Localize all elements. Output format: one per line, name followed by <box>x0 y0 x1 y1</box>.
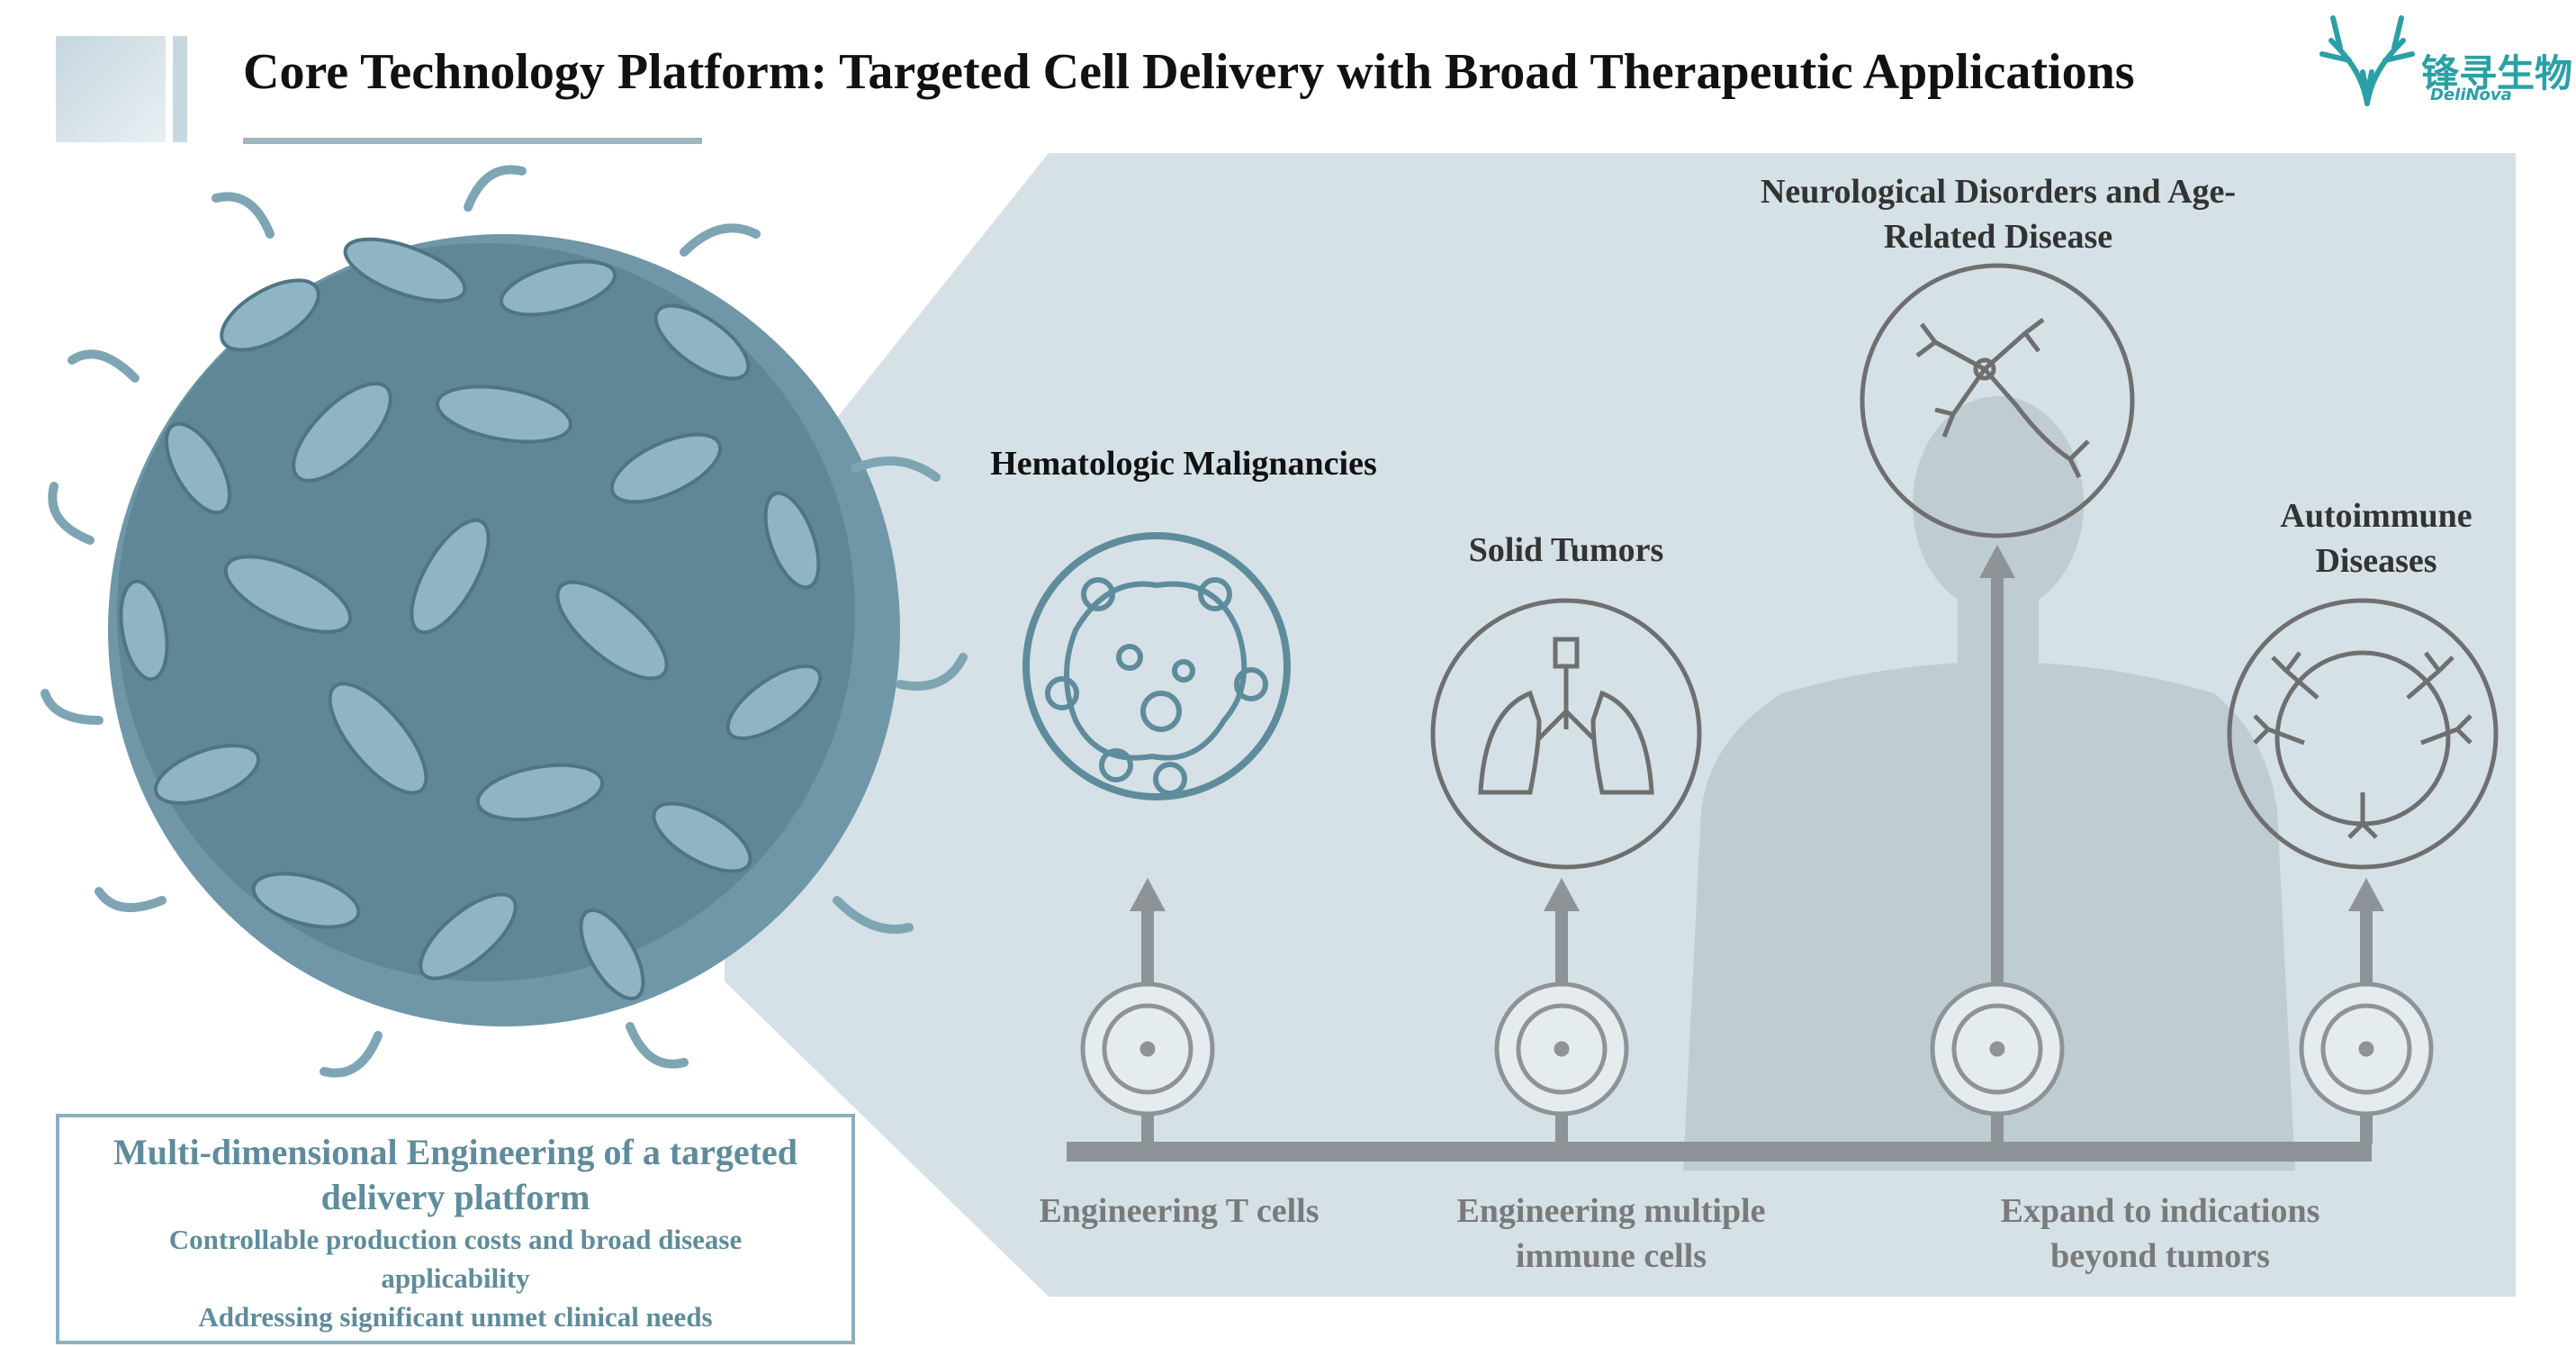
stage-multiple-cells-line1: Engineering multiple <box>1456 1192 1766 1230</box>
summary-line3: Addressing significant unmet clinical ne… <box>198 1301 713 1333</box>
stage-expand-line1: Expand to indications <box>2000 1192 2320 1230</box>
antler-icon <box>2319 15 2415 106</box>
engineered-cell-icon <box>1494 981 1629 1116</box>
label-autoimmune-line2: Diseases <box>2315 542 2437 580</box>
t-cell-illustration <box>41 165 968 1078</box>
logo-text-cn: 锋寻生物 <box>2421 51 2573 95</box>
summary-line1: Controllable production costs and broad … <box>168 1224 743 1255</box>
stage-expand-line2: beyond tumors <box>2050 1237 2270 1275</box>
header-decor-bar <box>173 36 187 142</box>
label-neuro-line2: Related Disease <box>1883 218 2113 256</box>
page-title: Core Technology Platform: Targeted Cell … <box>243 44 2135 100</box>
virus-icon <box>1022 532 1291 800</box>
label-solid-tumors: Solid Tumors <box>1468 531 1664 569</box>
engineered-cell-icon <box>1930 981 2065 1116</box>
header-decor-block <box>56 36 166 142</box>
title-underline <box>243 138 702 144</box>
summary-box: Multi-dimensional Engineering of a targe… <box>56 1114 855 1344</box>
summary-title-line1: Multi-dimensional Engineering of a targe… <box>113 1132 797 1172</box>
engineered-cell-icon <box>2299 981 2434 1116</box>
antibody-cell-icon <box>2227 598 2499 870</box>
neuron-icon <box>1860 263 2135 538</box>
summary-title-line2: delivery platform <box>320 1177 590 1217</box>
timeline-bar <box>1067 1142 2372 1162</box>
engineered-cell-icon <box>1080 981 1215 1116</box>
label-neuro-line1: Neurological Disorders and Age- <box>1760 173 2237 211</box>
summary-line2: applicability <box>381 1262 530 1294</box>
label-autoimmune-line1: Autoimmune <box>2280 497 2472 535</box>
lungs-icon <box>1430 598 1702 870</box>
stage-multiple-cells-line2: immune cells <box>1515 1237 1707 1275</box>
logo-text-en: DeliNova <box>2430 86 2512 104</box>
label-hematologic: Hematologic Malignancies <box>990 445 1377 483</box>
stage-t-cells: Engineering T cells <box>1039 1192 1320 1230</box>
